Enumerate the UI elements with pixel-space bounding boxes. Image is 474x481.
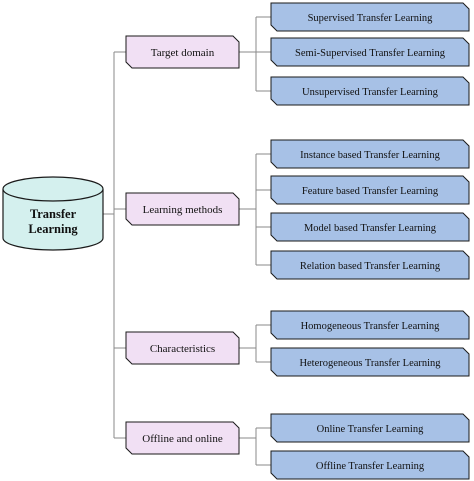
- leaf-box: [270, 76, 470, 106]
- category-label: Characteristics: [150, 343, 215, 355]
- leaf-node: Model based Transfer Learning: [270, 212, 470, 242]
- connectors: [103, 16, 271, 466]
- leaf-label: Homogeneous Transfer Learning: [301, 321, 441, 332]
- leaf-box: [270, 250, 470, 280]
- leaf-node: Online Transfer Learning: [270, 413, 470, 443]
- leaf-node: Relation based Transfer Learning: [270, 250, 470, 280]
- leaf-label: Heterogeneous Transfer Learning: [299, 358, 441, 369]
- leaf-label: Supervised Transfer Learning: [308, 13, 434, 24]
- leaf-label: Relation based Transfer Learning: [300, 261, 441, 272]
- leaf-box: [270, 450, 470, 480]
- category-box: [125, 35, 240, 69]
- leaf-nodes: Supervised Transfer LearningSemi-Supervi…: [270, 2, 470, 480]
- leaf-box: [270, 2, 470, 32]
- leaf-label: Unsupervised Transfer Learning: [302, 87, 439, 98]
- category-label: Offline and online: [142, 433, 223, 445]
- leaf-box: [270, 37, 470, 67]
- leaf-box: [270, 139, 470, 169]
- leaf-node: Unsupervised Transfer Learning: [270, 76, 470, 106]
- category-box: [125, 421, 240, 455]
- leaf-node: Feature based Transfer Learning: [270, 175, 470, 205]
- category-label: Target domain: [151, 47, 215, 59]
- leaf-label: Feature based Transfer Learning: [302, 186, 439, 197]
- leaf-label: Instance based Transfer Learning: [300, 150, 440, 161]
- category-node: Target domain: [125, 35, 240, 69]
- leaf-label: Semi-Supervised Transfer Learning: [295, 48, 446, 59]
- category-box: [125, 192, 240, 226]
- leaf-box: [270, 212, 470, 242]
- category-node: Offline and online: [125, 421, 240, 455]
- category-box: [125, 331, 240, 365]
- leaf-node: Supervised Transfer Learning: [270, 2, 470, 32]
- root-cylinder-body: [2, 189, 104, 251]
- leaf-box: [270, 413, 470, 443]
- leaf-label: Online Transfer Learning: [317, 424, 424, 435]
- leaf-node: Homogeneous Transfer Learning: [270, 310, 470, 340]
- leaf-label: Offline Transfer Learning: [316, 461, 425, 472]
- leaf-node: Semi-Supervised Transfer Learning: [270, 37, 470, 67]
- category-label: Learning methods: [143, 204, 223, 216]
- leaf-box: [270, 310, 470, 340]
- leaf-box: [270, 175, 470, 205]
- root-label-line2: Learning: [28, 222, 78, 236]
- root-cylinder-top: [2, 176, 104, 202]
- root-node: Transfer Learning: [2, 176, 104, 251]
- category-node: Learning methods: [125, 192, 240, 226]
- leaf-node: Instance based Transfer Learning: [270, 139, 470, 169]
- leaf-node: Heterogeneous Transfer Learning: [270, 347, 470, 377]
- leaf-node: Offline Transfer Learning: [270, 450, 470, 480]
- category-node: Characteristics: [125, 331, 240, 365]
- leaf-box: [270, 347, 470, 377]
- root-label-line1: Transfer: [30, 207, 77, 221]
- leaf-label: Model based Transfer Learning: [304, 223, 437, 234]
